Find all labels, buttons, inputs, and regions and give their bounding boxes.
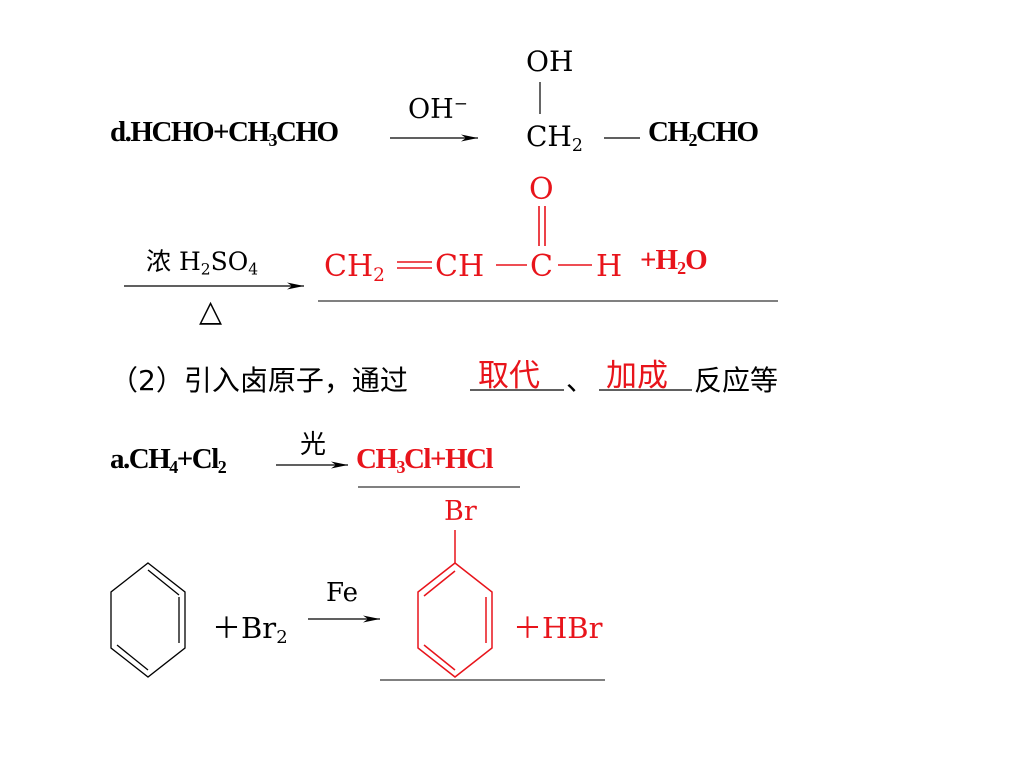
acrolein-oxygen: O [529,172,554,207]
reaction-d-label: d. [110,116,132,148]
product-ch2-middle: CH2 [526,120,583,156]
condition-conc-h2so4: 浓 H2SO4 [146,247,259,279]
acrolein-ch: CH [435,249,485,284]
plus-sign: + [213,116,230,148]
water-product: +H2O [640,244,708,279]
reaction-d-reactants: d.HCHO+CH3CHO [110,116,339,151]
formaldehyde: HCHO [130,116,214,148]
answer-substitution: 取代 [478,358,540,394]
answer-addition: 加成 [606,358,668,394]
section-2-suffix: 反应等 [694,364,779,397]
acrolein-ch2: CH2 [324,249,385,287]
condition-hydroxide: OH− [408,92,468,125]
reaction-a-product: CH3Cl+HCl [356,443,494,478]
section-2-prefix: （2）引入卤原子，通过 [110,364,408,397]
acrolein-h: H [596,249,623,284]
section-2-separator: 、 [566,364,595,397]
condition-light: 光 [300,430,327,460]
product-ch2cho: CH2CHO [648,116,759,151]
heating-symbol: △ [199,294,223,329]
hbr-byproduct: ＋HBr [513,611,603,645]
bromine-substituent: Br [444,496,477,527]
reaction-a-reactants: a.CH4+Cl2 [110,443,227,478]
product-oh-group: OH [526,45,574,78]
condition-iron: Fe [326,578,359,608]
acetaldehyde: CH3CHO [228,116,339,151]
bromobenzene-ring [417,530,493,678]
bromine-reagent: ＋Br2 [212,611,288,649]
acrolein-carbonyl-c: C [530,249,553,284]
benzene-ring [110,562,186,678]
